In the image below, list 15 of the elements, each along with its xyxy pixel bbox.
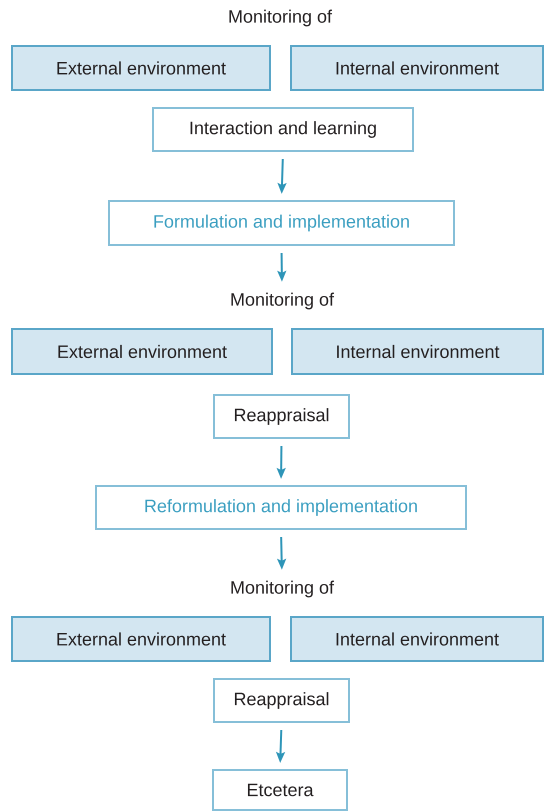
process-box: Reformulation and implementation	[95, 485, 467, 530]
heading-text: Monitoring of	[231, 292, 334, 310]
monitored-environment-box: External environment	[11, 616, 271, 662]
monitored-environment-box: Internal environment	[290, 45, 544, 91]
process-box: Reappraisal	[213, 678, 350, 723]
monitored-environment-box: External environment	[11, 45, 271, 91]
monitored-environment-box: Internal environment	[290, 616, 544, 662]
heading-text: Monitoring of	[231, 580, 334, 598]
process-box: Reappraisal	[213, 394, 350, 439]
heading-text: Monitoring of	[229, 10, 332, 26]
process-box: Etcetera	[212, 769, 348, 811]
monitored-environment-box: External environment	[11, 328, 273, 375]
process-box: Interaction and learning	[152, 107, 414, 152]
monitored-environment-box: Internal environment	[291, 328, 544, 375]
process-box: Formulation and implementation	[108, 200, 455, 246]
